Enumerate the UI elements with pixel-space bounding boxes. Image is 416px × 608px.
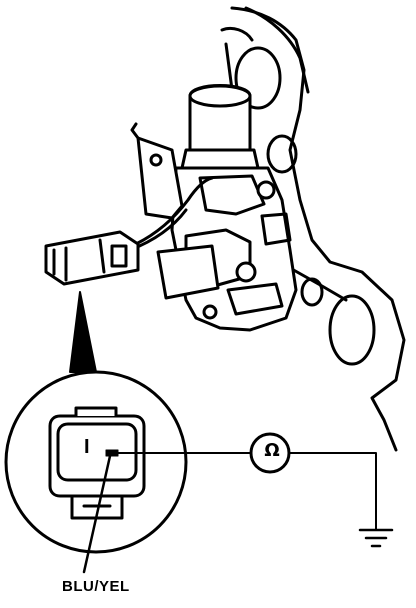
two-pin-connector <box>44 230 140 286</box>
ground-icon <box>358 528 394 548</box>
solenoid-valve <box>156 84 298 332</box>
callout-pointer <box>69 291 97 373</box>
wire-label-leader <box>82 454 112 574</box>
gasket-bolt-holes <box>234 46 376 366</box>
ground-lead <box>288 452 377 531</box>
mounting-bracket <box>130 122 184 220</box>
ohm-icon: Ω <box>264 440 280 461</box>
pin-number-label: I <box>84 436 90 458</box>
wire-color-label: BLU/YEL <box>62 578 130 595</box>
connector-face <box>48 406 146 520</box>
terminal-pin-1 <box>105 449 119 457</box>
